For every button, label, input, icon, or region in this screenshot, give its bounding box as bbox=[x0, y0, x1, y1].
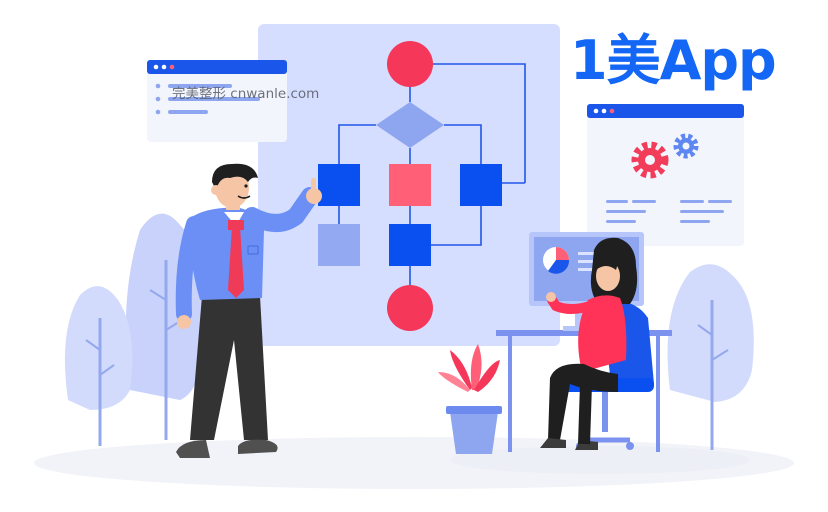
man-figure bbox=[175, 163, 322, 458]
pie-chart-icon bbox=[543, 247, 570, 274]
flow-node-right bbox=[460, 164, 502, 206]
plant-left-small bbox=[64, 286, 133, 446]
window-card-left bbox=[147, 60, 287, 142]
gear-icon bbox=[631, 141, 669, 179]
flow-node-center bbox=[389, 164, 431, 206]
flow-node-left bbox=[318, 164, 360, 206]
flow-node-lower-left bbox=[318, 224, 360, 266]
potted-plant bbox=[438, 344, 502, 454]
flow-node-decision bbox=[376, 102, 444, 148]
plant-right bbox=[667, 264, 754, 450]
gear-icon-small bbox=[673, 133, 699, 159]
flow-node-end bbox=[387, 285, 433, 331]
flow-node-start bbox=[387, 41, 433, 87]
flowchart-board bbox=[258, 24, 560, 346]
ground-shadow bbox=[34, 437, 794, 489]
watermark-text: 完美整形 cnwanle.com bbox=[172, 86, 320, 102]
flow-node-lower-center bbox=[389, 224, 431, 266]
woman-figure bbox=[540, 237, 638, 450]
window-card-right bbox=[587, 104, 744, 246]
brand-title: 1美App bbox=[570, 29, 777, 92]
flowchart-connectors bbox=[338, 63, 526, 286]
